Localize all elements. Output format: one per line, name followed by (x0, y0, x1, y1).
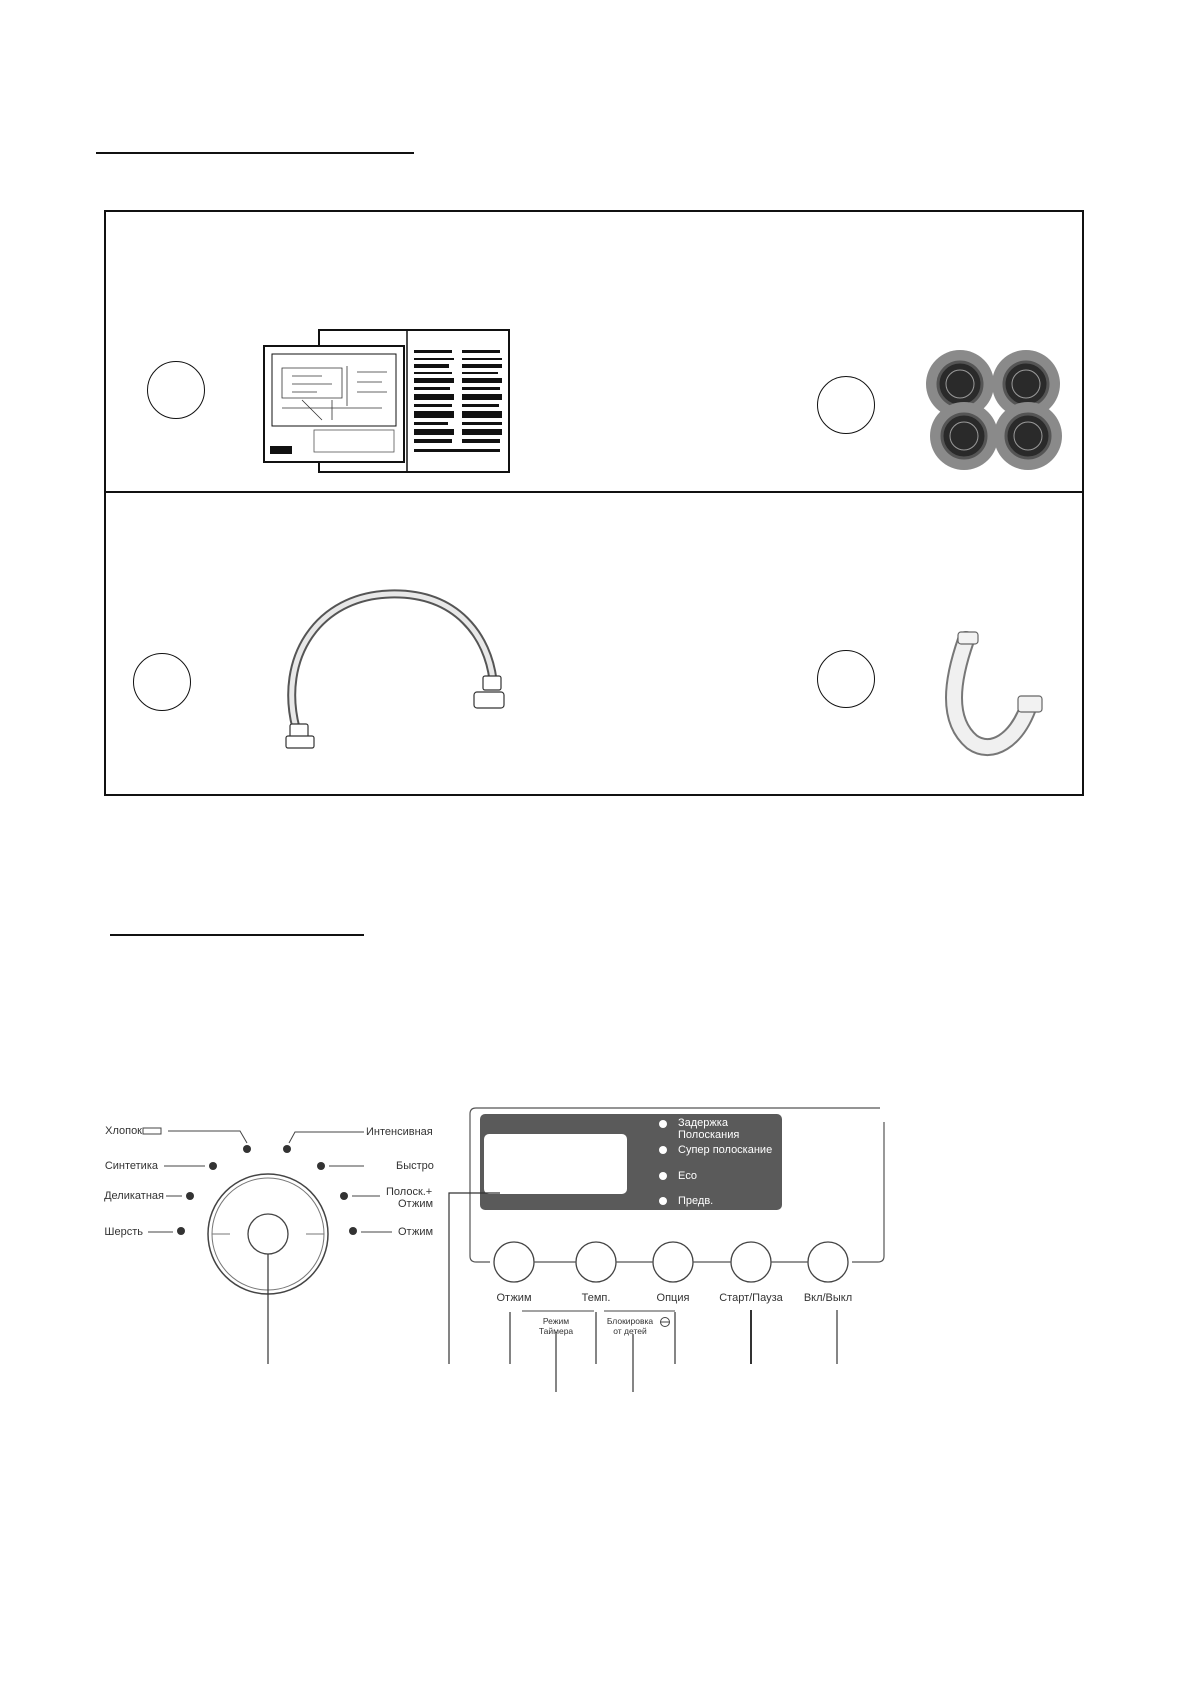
option-super-rinse-label: Супер полоскание (678, 1144, 773, 1156)
option-rinse-hold-label-2: Полоскания (678, 1129, 740, 1141)
callout-circle-1 (147, 361, 205, 419)
accessories-heading-rule (96, 152, 414, 154)
program-synthetic-label: Синтетика (104, 1160, 158, 1172)
power-button-label: Вкл/Выкл (803, 1292, 853, 1304)
temp-button-label: Темп. (581, 1292, 611, 1304)
inlet-hose-illustration (285, 589, 505, 749)
plugs-illustration (926, 350, 1062, 470)
spin-button-label: Отжим (496, 1292, 532, 1304)
program-spin-label: Отжим (398, 1226, 434, 1238)
program-cotton-label: Хлопок (105, 1125, 142, 1137)
button-circles (493, 1241, 849, 1283)
option-button-label: Опция (656, 1292, 690, 1304)
hose-bracket-illustration (945, 631, 1043, 756)
program-dots (177, 1145, 357, 1235)
timer-mode-label-1: Режим (542, 1316, 570, 1326)
program-quick-label: Быстро (396, 1160, 434, 1172)
program-delicate-label: Деликатная (104, 1190, 164, 1202)
callout-circle-2 (817, 376, 875, 434)
child-lock-label-1: Блокировка (606, 1316, 654, 1326)
user-manual-illustration (263, 329, 510, 473)
option-eco-label: Eco (678, 1170, 697, 1182)
program-rinse-spin-label-2: Отжим (398, 1198, 434, 1210)
callout-circle-4 (817, 650, 875, 708)
option-rinse-hold-label-1: Задержка (678, 1117, 728, 1129)
callout-circle-3 (133, 653, 191, 711)
option-prewash-label: Предв. (678, 1195, 714, 1207)
accessories-box (104, 210, 1084, 796)
panel-heading-rule (110, 934, 364, 936)
program-intensive-label: Интенсивная (366, 1126, 433, 1138)
display-screen (484, 1134, 627, 1194)
accessories-divider (106, 491, 1082, 493)
program-rinse-spin-label-1: Полоск.+ (386, 1186, 433, 1198)
option-leds (659, 1120, 667, 1205)
start-pause-button-label: Старт/Пауза (719, 1292, 783, 1304)
timer-mode-label-2: Таймера (538, 1326, 574, 1336)
program-wool-label: Шерсть (104, 1226, 143, 1238)
child-lock-label-2: от детей (613, 1326, 647, 1336)
